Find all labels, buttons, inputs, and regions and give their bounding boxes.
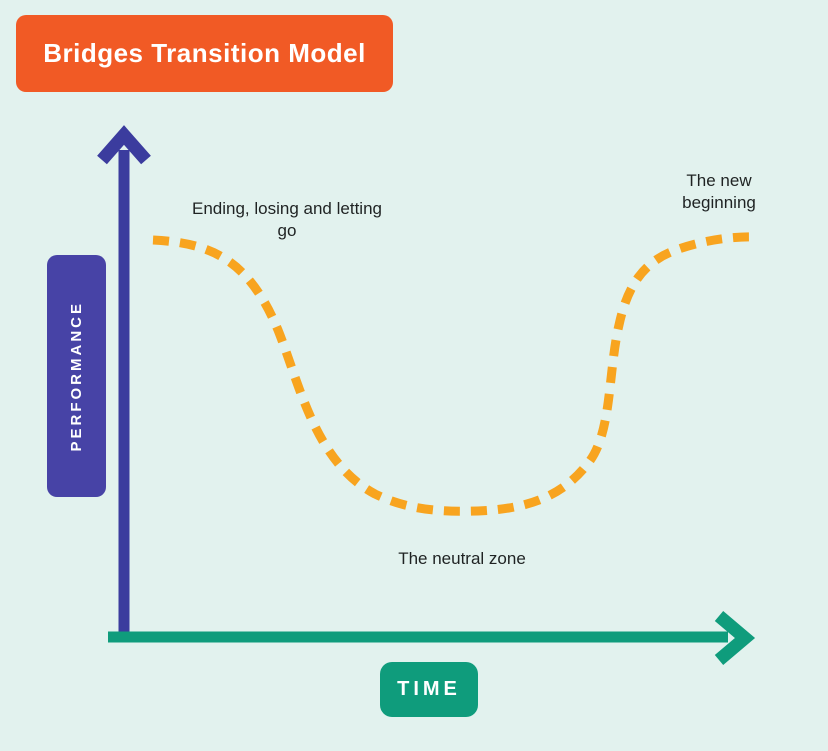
x-axis-label-badge: TIME [380, 662, 478, 717]
y-axis-label: PERFORMANCE [68, 300, 85, 452]
transition-curve [152, 232, 758, 516]
phase-label-new-beginning: The new beginning [682, 171, 756, 212]
x-axis-arrowhead-icon [714, 611, 756, 665]
y-axis-label-badge: PERFORMANCE [47, 255, 106, 497]
phase-label-ending: Ending, losing and letting go [192, 199, 382, 240]
phase-label-neutral-zone: The neutral zone [398, 549, 526, 568]
diagram-title: Bridges Transition Model [43, 38, 366, 68]
x-axis-label: TIME [397, 678, 461, 700]
title-badge: Bridges Transition Model [16, 15, 393, 92]
y-axis-arrowhead-icon [97, 125, 151, 165]
